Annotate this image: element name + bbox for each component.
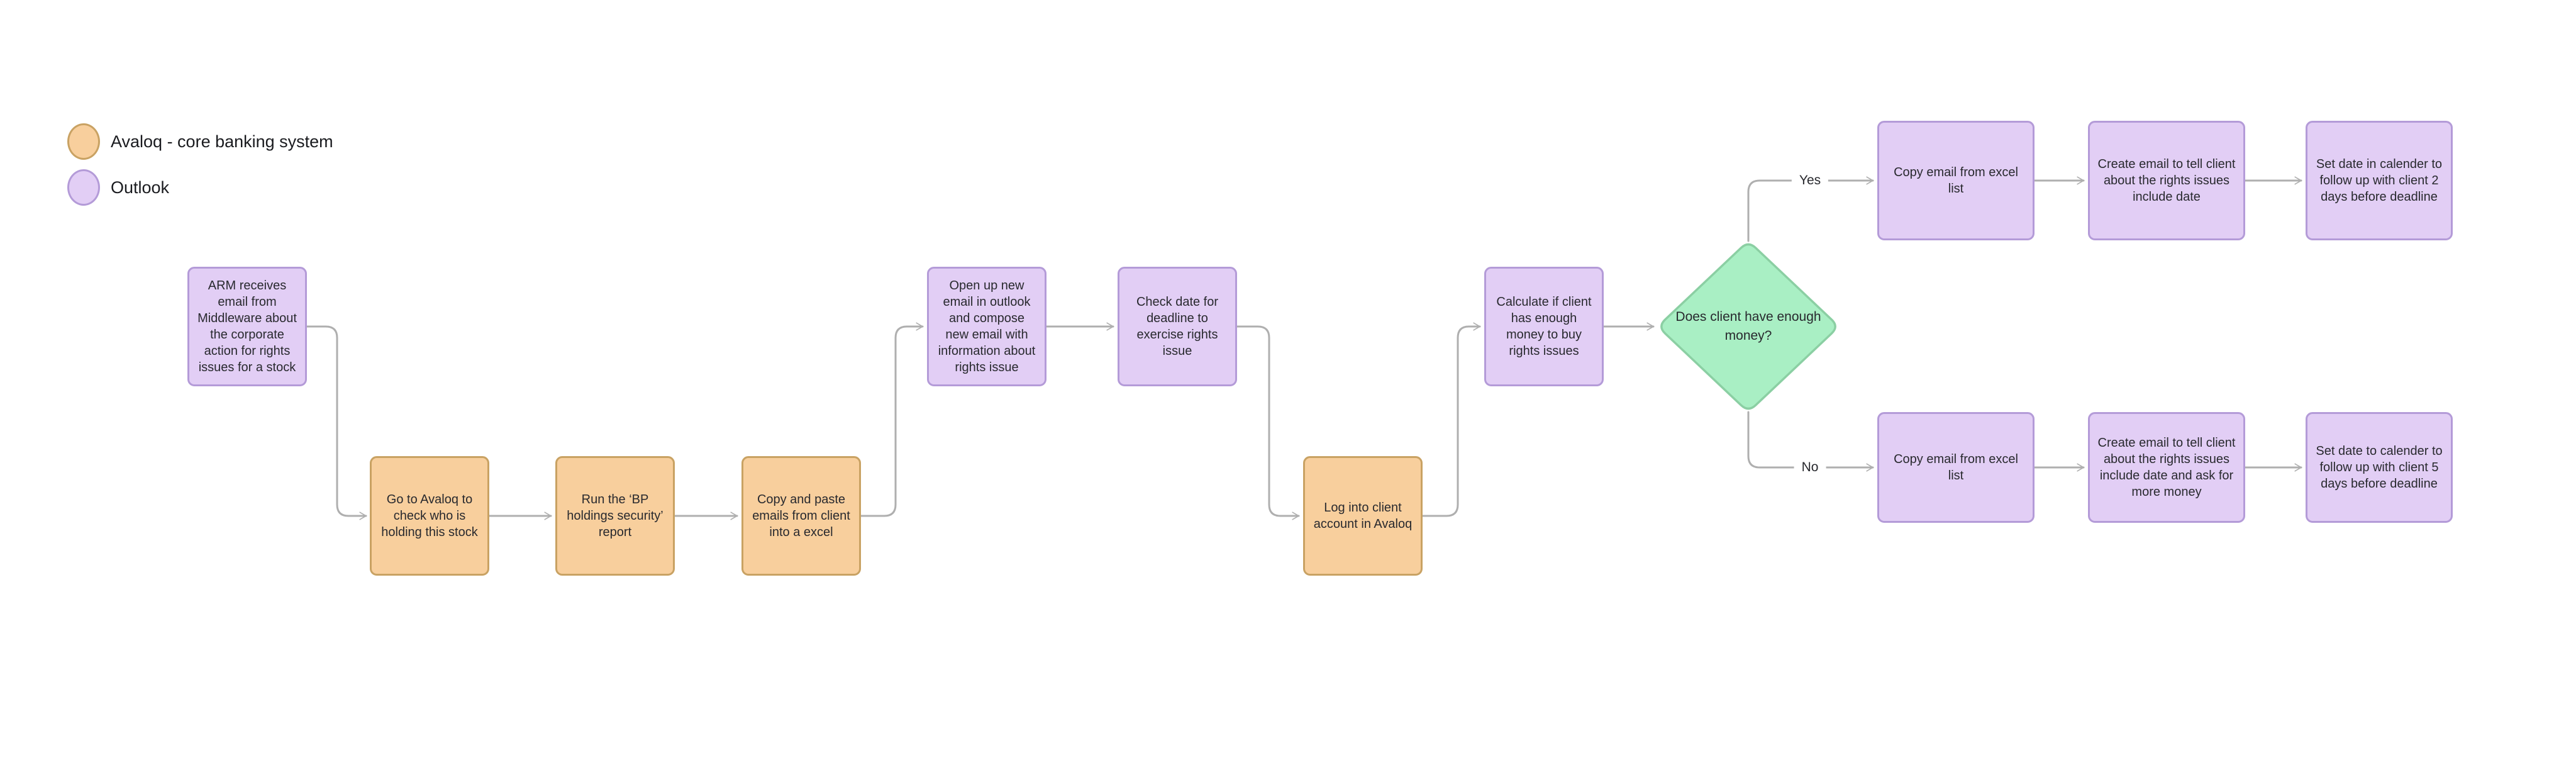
flow-node-label: Open up new email in outlook and compose…: [938, 279, 1036, 374]
flow-node-no-copy-email[interactable]: Copy email from excel list: [1877, 412, 2035, 523]
legend-item-outlook: Outlook: [67, 169, 333, 206]
flow-node-run-bp-holdings-report[interactable]: Run the ‘BP holdings security’ report: [555, 456, 675, 576]
edge-label-no: No: [1794, 459, 1826, 476]
flow-node-copy-paste-emails-to-excel[interactable]: Copy and paste emails from client into a…: [741, 456, 861, 576]
flow-node-label: Calculate if client has enough money to …: [1496, 295, 1592, 358]
flow-node-no-create-email[interactable]: Create email to tell client about the ri…: [2088, 412, 2245, 523]
edge-arm-to-go: [306, 325, 367, 520]
flow-node-label: Go to Avaloq to check who is holding thi…: [381, 493, 478, 539]
flow-node-check-deadline-date[interactable]: Check date for deadline to exercise righ…: [1118, 267, 1237, 386]
flow-node-label: Copy and paste emails from client into a…: [752, 493, 850, 539]
edge-label-yes: Yes: [1791, 172, 1829, 189]
flow-node-yes-set-date[interactable]: Set date in calender to follow up with c…: [2306, 121, 2453, 240]
flow-node-label: Run the ‘BP holdings security’ report: [567, 493, 663, 539]
flow-node-open-new-email[interactable]: Open up new email in outlook and compose…: [927, 267, 1046, 386]
flow-node-label: ARM receives email from Middleware about…: [197, 279, 297, 374]
flow-node-yes-copy-email[interactable]: Copy email from excel list: [1877, 121, 2035, 240]
flow-node-yes-create-email[interactable]: Create email to tell client about the ri…: [2088, 121, 2245, 240]
flow-node-label: Copy email from excel list: [1894, 452, 2018, 483]
flow-node-no-set-date[interactable]: Set date to calender to follow up with c…: [2306, 412, 2453, 523]
flow-node-label: Copy email from excel list: [1894, 165, 2018, 196]
edge-decision-no: [1747, 411, 1874, 472]
flow-node-calculate-client-money[interactable]: Calculate if client has enough money to …: [1484, 267, 1604, 386]
edge-log-in-to-calculate: [1421, 322, 1481, 517]
flow-node-label-decision-enough-money: Does client have enough money?: [1675, 310, 1821, 343]
flow-node-label: Set date in calender to follow up with c…: [2316, 157, 2443, 204]
flow-node-log-into-client-account[interactable]: Log into client account in Avaloq: [1303, 456, 1423, 576]
flow-node-label: Set date to calender to follow up with c…: [2316, 444, 2443, 491]
flow-node-label: Create email to tell client about the ri…: [2097, 436, 2236, 499]
flow-node-arm-receives-email[interactable]: ARM receives email from Middleware about…: [187, 267, 307, 386]
edge-decision-yes: [1747, 176, 1874, 242]
outlook-system-swatch-icon: [67, 169, 100, 206]
flow-node-label: Check date for deadline to exercise righ…: [1136, 295, 1219, 358]
edge-copy-paste-to-open-email: [860, 322, 924, 517]
edge-check-date-to-log-in: [1233, 325, 1300, 520]
flow-node-go-to-avaloq[interactable]: Go to Avaloq to check who is holding thi…: [370, 456, 489, 576]
legend-item-avaloq: Avaloq - core banking system: [67, 123, 333, 160]
flow-node-label: Create email to tell client about the ri…: [2097, 157, 2236, 204]
legend: Avaloq - core banking system Outlook: [67, 123, 333, 206]
avaloq-system-swatch-icon: [67, 123, 100, 160]
legend-label-outlook: Outlook: [111, 177, 170, 197]
legend-label-avaloq: Avaloq - core banking system: [111, 131, 333, 151]
flow-node-label: Log into client account in Avaloq: [1313, 501, 1413, 531]
flow-node-decision-enough-money[interactable]: [1660, 243, 1836, 410]
